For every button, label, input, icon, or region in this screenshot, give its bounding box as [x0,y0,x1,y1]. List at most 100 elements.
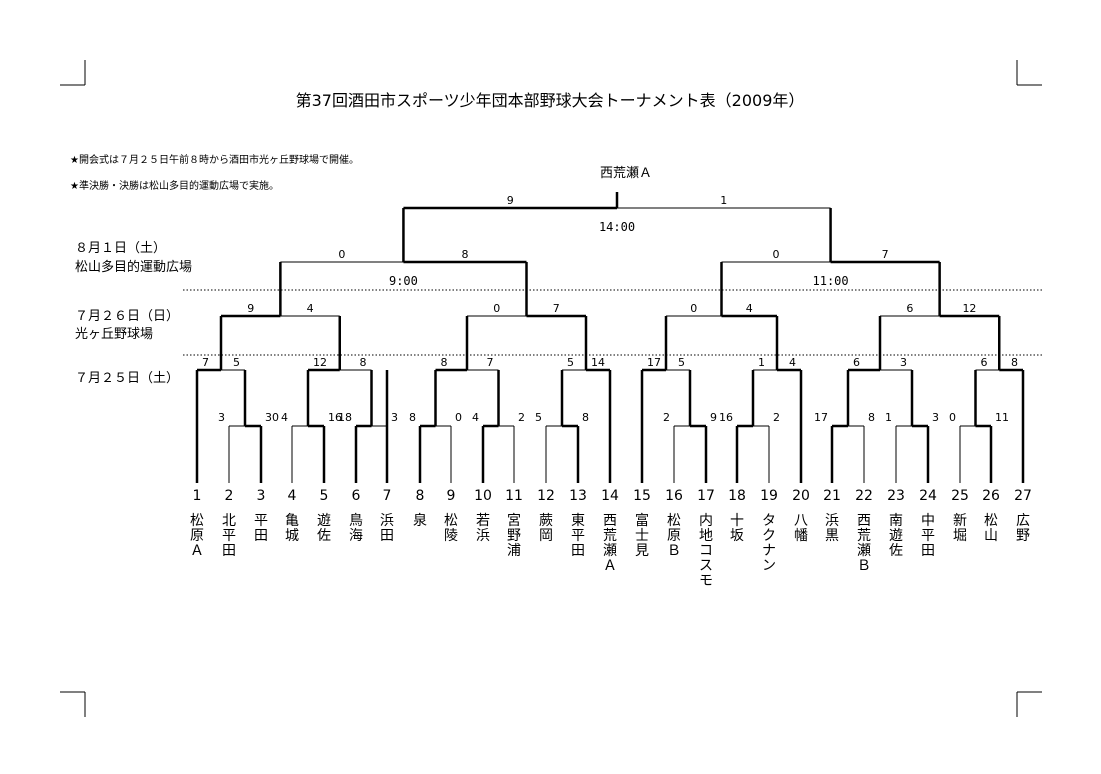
team-number: 9 [447,488,456,504]
match-score: 0 [455,411,462,424]
team-number: 21 [823,488,841,504]
team-number: 11 [505,488,523,504]
team-name: 浜田 [380,513,394,544]
team-name: 広野 [1016,513,1030,544]
team-number: 12 [537,488,555,504]
team-number: 27 [1014,488,1032,504]
match-score: 3 [218,411,225,424]
team-name: 若浜 [476,513,490,544]
match-score: 9 [507,194,514,207]
match-time: 9:00 [389,274,418,288]
team-number: 10 [474,488,492,504]
match-score: 16 [719,411,733,424]
match-score: 0 [493,302,500,315]
match-score: 5 [535,411,542,424]
team-number: 16 [665,488,683,504]
match-score: 6 [906,302,913,315]
page-title: 第37回酒田市スポーツ少年団本部野球大会トーナメント表（2009年） [296,91,805,110]
team-name: 西荒瀬Ｂ [857,513,871,574]
team-name: 新堀 [953,513,967,544]
team-number: 8 [416,488,425,504]
match-score: 8 [409,411,416,424]
day2-date: ７月２６日（日） [75,309,179,324]
match-score: 3 [391,411,398,424]
match-score: 17 [647,356,661,369]
match-score: 7 [202,356,209,369]
match-score: 6 [981,356,988,369]
match-score: 7 [553,302,560,315]
team-number: 26 [982,488,1000,504]
team-number: 6 [352,488,361,504]
day3-venue: 松山多目的運動広場 [75,259,192,275]
match-score: 8 [360,356,367,369]
team-name: 松陵 [444,513,458,544]
team-name: 遊佐 [317,513,331,544]
match-score: 0 [338,248,345,261]
team-name: 西荒瀬Ａ [603,513,617,574]
match-score: 9 [710,411,717,424]
team-name: 浜黒 [825,513,839,544]
match-score: 11 [995,411,1009,424]
team-name: 富士見 [635,512,649,559]
match-score: 8 [461,248,468,261]
team-number: 18 [728,488,746,504]
match-score: 14 [591,356,605,369]
day2-venue: 光ヶ丘野球場 [75,327,153,342]
match-score: 5 [567,356,574,369]
team-number: 2 [225,488,234,504]
team-number: 17 [697,488,715,504]
match-score: 3 [900,356,907,369]
match-score: 2 [518,411,525,424]
team-number: 19 [760,488,778,504]
team-name: 松山 [984,513,998,544]
team-name: 内地コスモ [699,513,713,589]
match-score: 6 [853,356,860,369]
team-number: 22 [855,488,873,504]
champion-name: 西荒瀬Ａ [600,166,652,181]
team-name: 北平田 [222,513,236,559]
team-number: 3 [257,488,266,504]
match-score: 0 [773,248,780,261]
match-score: 4 [307,302,314,315]
match-score: 5 [233,356,240,369]
match-score: 1 [720,194,727,207]
team-name: 松原Ｂ [667,513,681,559]
match-score: 8 [868,411,875,424]
match-score: 4 [472,411,479,424]
team-number: 24 [919,488,937,504]
match-score: 7 [487,356,494,369]
match-score: 7 [882,248,889,261]
team-name: タクナン [762,513,776,574]
match-score: 4 [746,302,753,315]
match-score: 8 [582,411,589,424]
team-number: 23 [887,488,905,504]
note-venue: ★準決勝・決勝は松山多目的運動広場で実施。 [70,179,279,192]
match-score: 16 [328,411,342,424]
team-name: 中平田 [921,513,935,559]
match-score: 3 [932,411,939,424]
match-score: 30 [265,411,279,424]
team-name: 鳥海 [349,513,363,544]
team-number: 7 [383,488,392,504]
match-score: 8 [1011,356,1018,369]
team-name: 蕨岡 [539,513,553,544]
match-score: 4 [281,411,288,424]
team-name: 八幡 [794,513,808,544]
team-number: 4 [288,488,297,504]
note-opening: ★開会式は７月２５日午前８時から酒田市光ヶ丘野球場で開催。 [70,153,359,166]
match-score: 1 [758,356,765,369]
match-time: 14:00 [599,220,635,234]
team-name: 南遊佐 [889,513,903,559]
team-number: 1 [193,488,202,504]
match-score: 4 [789,356,796,369]
match-score: 0 [949,411,956,424]
match-score: 12 [962,302,976,315]
team-name: 亀城 [285,513,299,544]
match-score: 1 [885,411,892,424]
match-score: 12 [313,356,327,369]
day3-date: ８月１日（土） [75,241,166,256]
team-name: 平田 [254,513,268,544]
match-time: 11:00 [813,274,849,288]
